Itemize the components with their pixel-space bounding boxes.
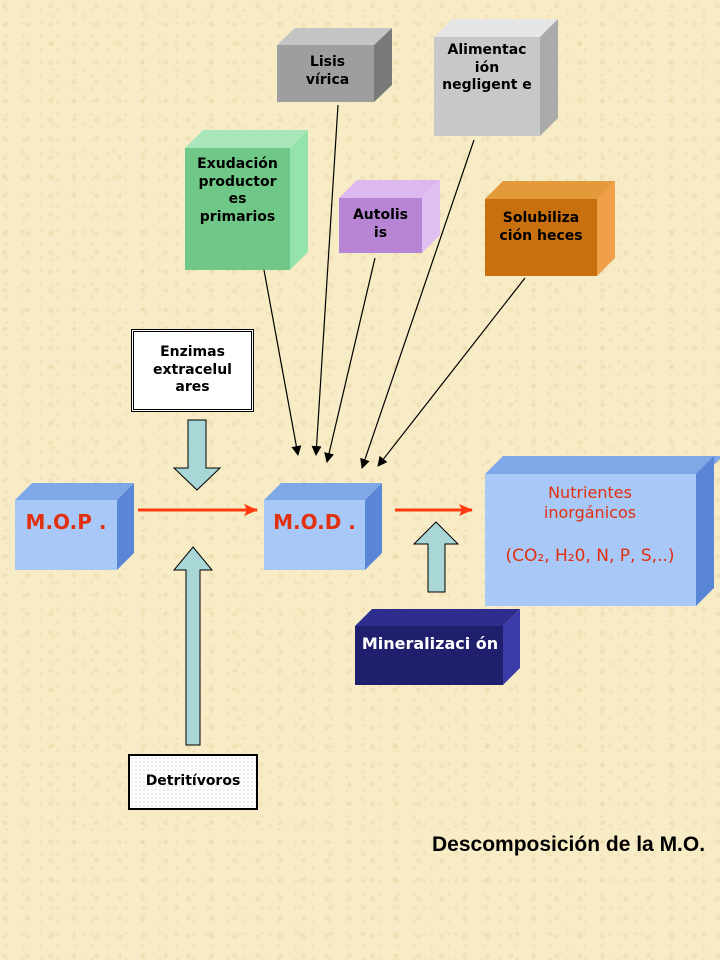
enzimas-box: Enzimas extracelul ares <box>131 329 254 412</box>
mineralizacion-box-shape <box>355 609 520 685</box>
solubilizacion-arrow <box>377 277 526 467</box>
diagram-title: Descomposición de la M.O. <box>432 833 706 856</box>
mod-label: M.O.D . <box>273 510 356 534</box>
nutrientes-formula: (CO₂, H₂0, N, P, S,..) <box>505 546 675 566</box>
autolisis-arrow <box>324 257 376 463</box>
mod-box-shape <box>264 483 382 570</box>
mop-label: M.O.P . <box>25 510 107 534</box>
mineralizacion-block-arrow <box>412 521 460 593</box>
alimentacion-box-shape <box>434 19 558 136</box>
exudacion-box-shape <box>185 130 308 270</box>
alimentacion-label: Alimentac ión negligent e <box>442 42 532 93</box>
lisis-label: Lisis vírica <box>305 54 350 88</box>
lisis-box-shape <box>277 28 392 102</box>
mop-box-shape <box>15 483 134 570</box>
autolisis-box-shape <box>339 180 440 253</box>
solubilizacion-box-shape <box>485 181 615 276</box>
enzimas-block-arrow <box>172 419 222 491</box>
solubilizacion-label: Solubiliza ción heces <box>499 210 583 244</box>
nutrientes-box-shape <box>485 456 720 606</box>
exudacion-label: Exudación productor es primarios <box>197 156 278 225</box>
nutrientes-title: Nutrientes inorgánicos <box>543 483 637 522</box>
autolisis-label: Autolis is <box>352 207 409 241</box>
alimentacion-arrow <box>360 139 475 469</box>
mineralizacion-label: Mineralizaci ón <box>361 634 499 653</box>
enzimas-label: Enzimas extracelul ares <box>153 344 232 396</box>
detritivoros-label: Detritívoros <box>145 773 241 790</box>
detritivoros-block-arrow <box>172 546 214 746</box>
lisis-arrow <box>311 104 339 456</box>
detritivoros-box: Detritívoros <box>128 754 258 810</box>
exudacion-arrow <box>263 269 302 456</box>
